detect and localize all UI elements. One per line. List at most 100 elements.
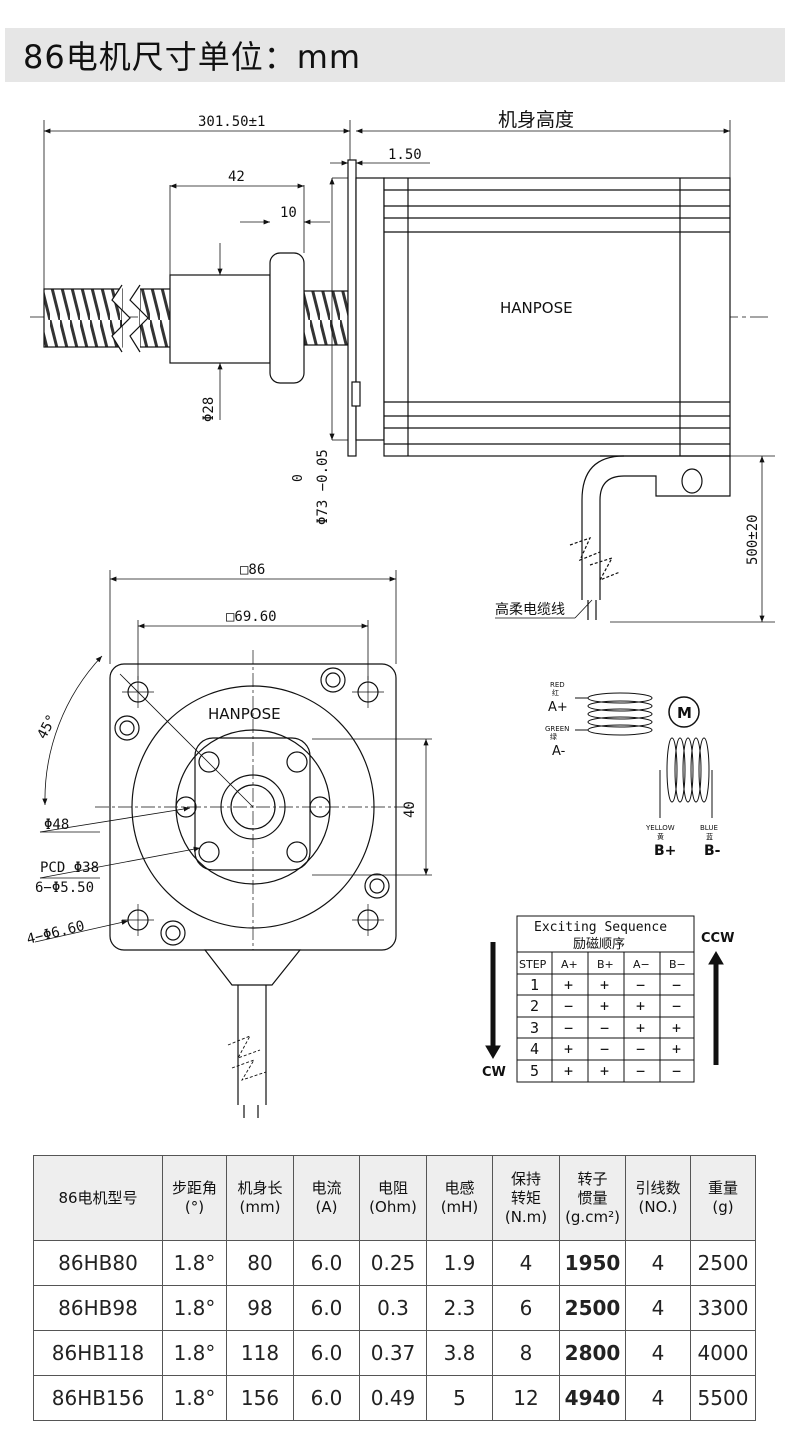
cell-resistance: 0.49 xyxy=(359,1375,427,1421)
motor-flange xyxy=(347,159,357,457)
cell-rotor-inertia: 1950 xyxy=(559,1240,626,1286)
cell-holding-torque: 12 xyxy=(492,1375,560,1421)
cell-weight: 4000 xyxy=(690,1330,756,1376)
motor-symbol-label: M xyxy=(677,704,692,722)
sequence-cell: 1 xyxy=(530,976,539,994)
brand-label-side: HANPOSE xyxy=(500,299,573,317)
cell-resistance: 0.3 xyxy=(359,1285,427,1331)
cell-step-angle: 1.8° xyxy=(162,1285,227,1331)
cell-holding-torque: 6 xyxy=(492,1285,560,1331)
lead-screw xyxy=(43,284,349,353)
sequence-cell: + xyxy=(636,997,645,1015)
cell-step-angle: 1.8° xyxy=(162,1375,227,1421)
page-title: 86电机尺寸单位：mm xyxy=(23,38,362,76)
table-row: 86HB118 1.8° 118 6.0 0.37 3.8 8 2800 4 4… xyxy=(33,1330,756,1376)
cell-lead-count: 4 xyxy=(625,1285,691,1331)
cable-outlet xyxy=(569,455,731,620)
red-cn-label: 红 xyxy=(552,688,559,697)
cell-rotor-inertia: 2500 xyxy=(559,1285,626,1331)
sequence-header-cell: STEP xyxy=(519,958,547,971)
header-resistance: 电阻(Ohm) xyxy=(359,1155,427,1241)
sequence-cell: + xyxy=(564,1040,573,1058)
cell-weight: 5500 xyxy=(690,1375,756,1421)
dim-nut-flange-label: 10 xyxy=(280,205,297,221)
cable-label: 高柔电缆线 xyxy=(495,601,565,618)
dim-mount-holes-label: 4−Φ6.60 xyxy=(25,918,86,948)
cell-model: 86HB118 xyxy=(33,1330,163,1376)
cell-body-length: 80 xyxy=(226,1240,294,1286)
cell-current: 6.0 xyxy=(293,1330,360,1376)
cell-step-angle: 1.8° xyxy=(162,1240,227,1286)
cell-current: 6.0 xyxy=(293,1375,360,1421)
cell-step-angle: 1.8° xyxy=(162,1330,227,1376)
header-weight: 重量(g) xyxy=(690,1155,756,1241)
blue-cn-label: 蓝 xyxy=(706,832,713,841)
cell-inductance: 5 xyxy=(426,1375,493,1421)
blue-label: BLUE xyxy=(700,824,718,832)
cell-holding-torque: 4 xyxy=(492,1240,560,1286)
cell-holding-torque: 8 xyxy=(492,1330,560,1376)
cell-resistance: 0.25 xyxy=(359,1240,427,1286)
sequence-cell: + xyxy=(564,976,573,994)
sequence-cell: − xyxy=(636,1040,645,1058)
b-minus-label: B- xyxy=(704,843,721,859)
sequence-cell: + xyxy=(672,1040,681,1058)
angle-label: 45° xyxy=(34,712,60,742)
sequence-cell: − xyxy=(600,1040,609,1058)
cell-current: 6.0 xyxy=(293,1285,360,1331)
header-inductance: 电感(mH) xyxy=(426,1155,493,1241)
header-holding-torque: 保持转矩(N.m) xyxy=(492,1155,560,1241)
header-lead-count: 引线数(NO.) xyxy=(625,1155,691,1241)
cell-resistance: 0.37 xyxy=(359,1330,427,1376)
sequence-cell: − xyxy=(672,997,681,1015)
red-label: RED xyxy=(550,681,565,689)
sequence-cell: − xyxy=(636,976,645,994)
table-row: 86HB80 1.8° 80 6.0 0.25 1.9 4 1950 4 250… xyxy=(33,1240,756,1286)
spec-table: 86电机型号 步距角(°) 机身长(mm) 电流(A) 电阻(Ohm) 电感(m… xyxy=(33,1155,756,1421)
dim-pilot-tolerance-label: 0 xyxy=(291,474,306,482)
header-rotor-inertia: 转子惯量(g.cm²) xyxy=(559,1155,626,1241)
sequence-header-cell: A+ xyxy=(561,958,578,971)
sequence-header-cell: B− xyxy=(669,958,686,971)
table-row: 86HB156 1.8° 156 6.0 0.49 5 12 4940 4 55… xyxy=(33,1375,756,1421)
sequence-cell: 4 xyxy=(530,1040,539,1058)
wiring-diagram xyxy=(575,692,713,818)
sequence-title-en: Exciting Sequence xyxy=(534,920,667,935)
dim-total-label: 301.50±1 xyxy=(198,114,265,130)
dim-40-label: 40 xyxy=(402,801,418,818)
cell-lead-count: 4 xyxy=(625,1240,691,1286)
cell-lead-count: 4 xyxy=(625,1330,691,1376)
dim-nut-diameter-label: Φ28 xyxy=(201,397,217,422)
sequence-cell: + xyxy=(636,1019,645,1037)
dim-holes-label: □69.60 xyxy=(226,609,277,625)
sequence-cell: 3 xyxy=(530,1019,539,1037)
cell-current: 6.0 xyxy=(293,1240,360,1286)
motor-body xyxy=(351,177,731,457)
sequence-header-cell: A− xyxy=(633,958,650,971)
dim-nut-holes-label: 6−Φ5.50 xyxy=(35,880,94,896)
sequence-cell: − xyxy=(564,997,573,1015)
sequence-cell: 2 xyxy=(530,997,539,1015)
dim-boss-label: Φ48 xyxy=(44,817,69,833)
sequence-cell: + xyxy=(672,1019,681,1037)
header-current: 电流(A) xyxy=(293,1155,360,1241)
yellow-label: YELLOW xyxy=(645,824,675,832)
cell-model: 86HB80 xyxy=(33,1240,163,1286)
cell-model: 86HB98 xyxy=(33,1285,163,1331)
title-bar: 86电机尺寸单位：mm xyxy=(5,28,785,82)
sequence-cell: − xyxy=(672,976,681,994)
cell-weight: 2500 xyxy=(690,1240,756,1286)
coil-b xyxy=(659,737,713,818)
sequence-cell: − xyxy=(636,1062,645,1080)
sequence-cell: − xyxy=(600,1019,609,1037)
cell-rotor-inertia: 2800 xyxy=(559,1330,626,1376)
green-cn-label: 绿 xyxy=(550,732,557,741)
screws xyxy=(114,667,390,946)
cell-inductance: 3.8 xyxy=(426,1330,493,1376)
screw-nut xyxy=(169,252,305,384)
sequence-cell: − xyxy=(672,1062,681,1080)
yellow-cn-label: 黄 xyxy=(657,832,664,841)
front-view xyxy=(34,570,432,1118)
cell-inductance: 1.9 xyxy=(426,1240,493,1286)
dim-flange-label: 1.50 xyxy=(388,147,422,163)
